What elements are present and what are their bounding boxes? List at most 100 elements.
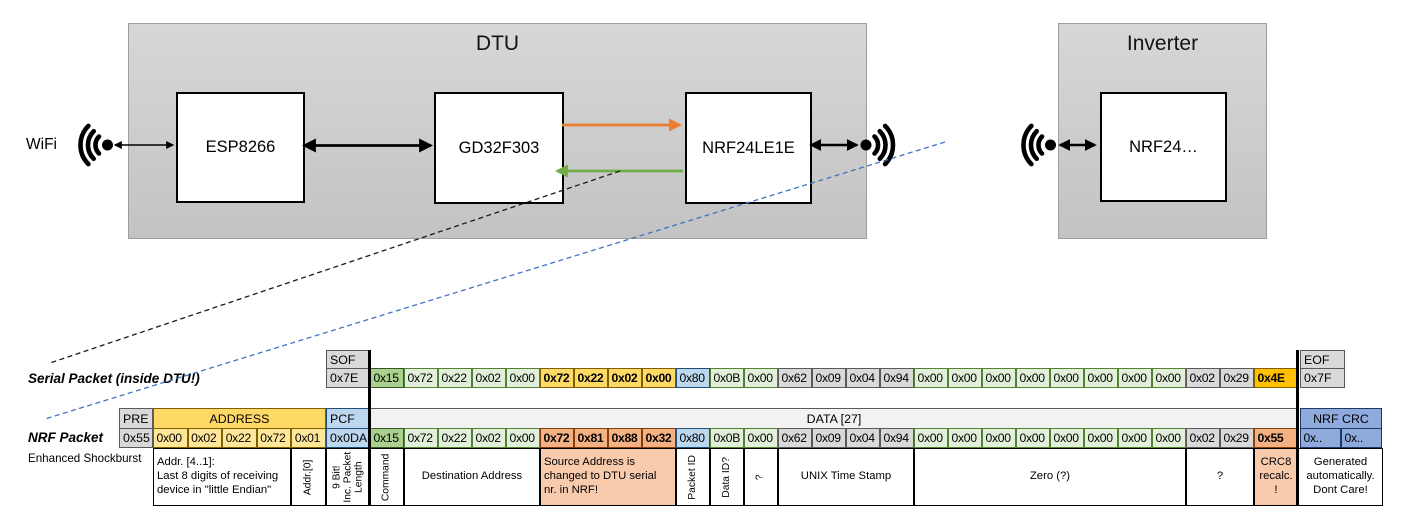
byte-cell: 0x00	[1084, 428, 1118, 448]
annotation-cell: Command	[369, 448, 404, 506]
byte-cell: 0x88	[608, 428, 642, 448]
annotation-cell: ?	[1185, 448, 1254, 506]
byte-cell: 0x22	[438, 428, 472, 448]
byte-cell: 0x02	[472, 368, 506, 388]
byte-cell: 0x00	[1152, 368, 1186, 388]
annotation-cell: 9 Bit! Inc. Packet Length	[325, 448, 370, 506]
annotation-cell: Data ID?	[709, 448, 744, 506]
byte-cell: 0x22	[222, 428, 257, 448]
byte-cell: 0x15	[370, 428, 404, 448]
byte-cell: 0x62	[778, 368, 812, 388]
pre-value: 0x55	[119, 428, 153, 448]
annotation-rotated-text: Command	[380, 453, 392, 501]
byte-cell: 0x72	[256, 428, 292, 448]
byte-cell: 0x02	[608, 368, 642, 388]
byte-cell: 0x00	[1016, 368, 1050, 388]
annotation-cell: UNIX Time Stamp	[777, 448, 914, 506]
byte-cell: 0x29	[1220, 428, 1254, 448]
sof-value: 0x7E	[326, 368, 370, 388]
annotation-rotated-text: Packet ID	[686, 454, 698, 500]
nrf-crc-values-row: 0x..0x..	[1300, 428, 1382, 448]
serial-packet-label: Serial Packet (inside DTU!)	[28, 371, 200, 386]
byte-cell: 0x22	[438, 368, 472, 388]
byte-cell: 0x02	[472, 428, 506, 448]
pcf-header: PCF	[326, 408, 370, 429]
byte-cell: 0x00	[1118, 428, 1152, 448]
annotation-cell: ?	[743, 448, 778, 506]
annotation-rotated-text: Addr.[0]	[302, 459, 314, 495]
byte-cell: 0x4E	[1254, 368, 1298, 388]
byte-cell: 0x04	[846, 428, 880, 448]
byte-cell: 0x0B	[710, 368, 744, 388]
byte-cell: 0x00	[1016, 428, 1050, 448]
annotation-cell: CRC8 recalc. !	[1253, 448, 1298, 506]
annotation-rotated-text: 9 Bit! Inc. Packet Length	[330, 451, 364, 503]
byte-cell: 0x00	[914, 368, 948, 388]
inverter-title: Inverter	[1126, 32, 1199, 55]
inverter-nrf24-box: NRF24…	[1100, 92, 1227, 202]
pcf-value: 0x0DA	[326, 428, 370, 448]
byte-cell: 0x00	[744, 368, 778, 388]
dtu-title: DTU	[475, 32, 520, 55]
byte-cell: 0x0B	[710, 428, 744, 448]
byte-cell: 0x15	[370, 368, 404, 388]
annotation-cell: Generated automatically. Dont Care!	[1297, 448, 1383, 506]
byte-cell: 0x09	[812, 428, 846, 448]
pre-header: PRE	[119, 408, 153, 429]
data-left-divider	[368, 350, 371, 506]
annotation-cell: Destination Address	[403, 448, 540, 506]
byte-cell: 0x00	[1152, 428, 1186, 448]
annotations-row: Addr. [4..1]: Last 8 digits of receiving…	[153, 448, 1383, 506]
gd32f303-box: GD32F303	[434, 92, 564, 204]
byte-cell: 0x00	[153, 428, 188, 448]
annotation-cell: Packet ID	[675, 448, 710, 506]
sof-header: SOF	[326, 350, 370, 369]
byte-cell: 0x80	[676, 368, 710, 388]
enhanced-shockburst-label: Enhanced Shockburst	[28, 452, 142, 465]
eof-header: EOF	[1300, 350, 1345, 369]
byte-cell: 0x72	[540, 368, 574, 388]
nrf-packet-label: NRF Packet	[28, 430, 104, 445]
wifi-icon-left	[78, 123, 113, 167]
byte-cell: 0x01	[291, 428, 326, 448]
byte-cell: 0x00	[914, 428, 948, 448]
nrf-crc-header: NRF CRC	[1300, 408, 1382, 429]
byte-cell: 0x02	[1186, 368, 1220, 388]
byte-cell: 0x00	[982, 428, 1016, 448]
byte-cell: 0x..	[1300, 428, 1341, 448]
nrf24le1e-box: NRF24LE1E	[685, 92, 812, 204]
annotation-cell: Source Address is changed to DTU serial …	[539, 448, 676, 506]
byte-cell: 0x00	[1084, 368, 1118, 388]
byte-cell: 0x02	[1186, 428, 1220, 448]
byte-cell: 0x00	[948, 428, 982, 448]
byte-cell: 0x81	[574, 428, 608, 448]
annotation-rotated-text: ?	[754, 474, 766, 480]
byte-cell: 0x00	[1050, 428, 1084, 448]
byte-cell: 0x00	[642, 368, 676, 388]
annotation-cell: Addr. [4..1]: Last 8 digits of receiving…	[153, 448, 292, 506]
byte-cell: 0x22	[574, 368, 608, 388]
data-right-divider	[1296, 350, 1299, 506]
byte-cell: 0x72	[540, 428, 574, 448]
byte-cell: 0x04	[846, 368, 880, 388]
byte-cell: 0x94	[880, 368, 914, 388]
wifi-icon-inverter	[1021, 123, 1056, 167]
byte-cell: 0x72	[404, 368, 438, 388]
eof-value: 0x7F	[1300, 368, 1345, 388]
byte-cell: 0x..	[1341, 428, 1382, 448]
byte-cell: 0x94	[880, 428, 914, 448]
byte-cell: 0x72	[404, 428, 438, 448]
esp8266-box: ESP8266	[176, 92, 305, 203]
byte-cell: 0x00	[1050, 368, 1084, 388]
byte-cell: 0x00	[1118, 368, 1152, 388]
byte-cell: 0x02	[187, 428, 223, 448]
address-header: ADDRESS	[153, 408, 326, 429]
byte-cell: 0x09	[812, 368, 846, 388]
byte-cell: 0x00	[506, 368, 540, 388]
byte-cell: 0x32	[642, 428, 676, 448]
wifi-label: WiFi	[26, 136, 57, 153]
byte-cell: 0x00	[948, 368, 982, 388]
